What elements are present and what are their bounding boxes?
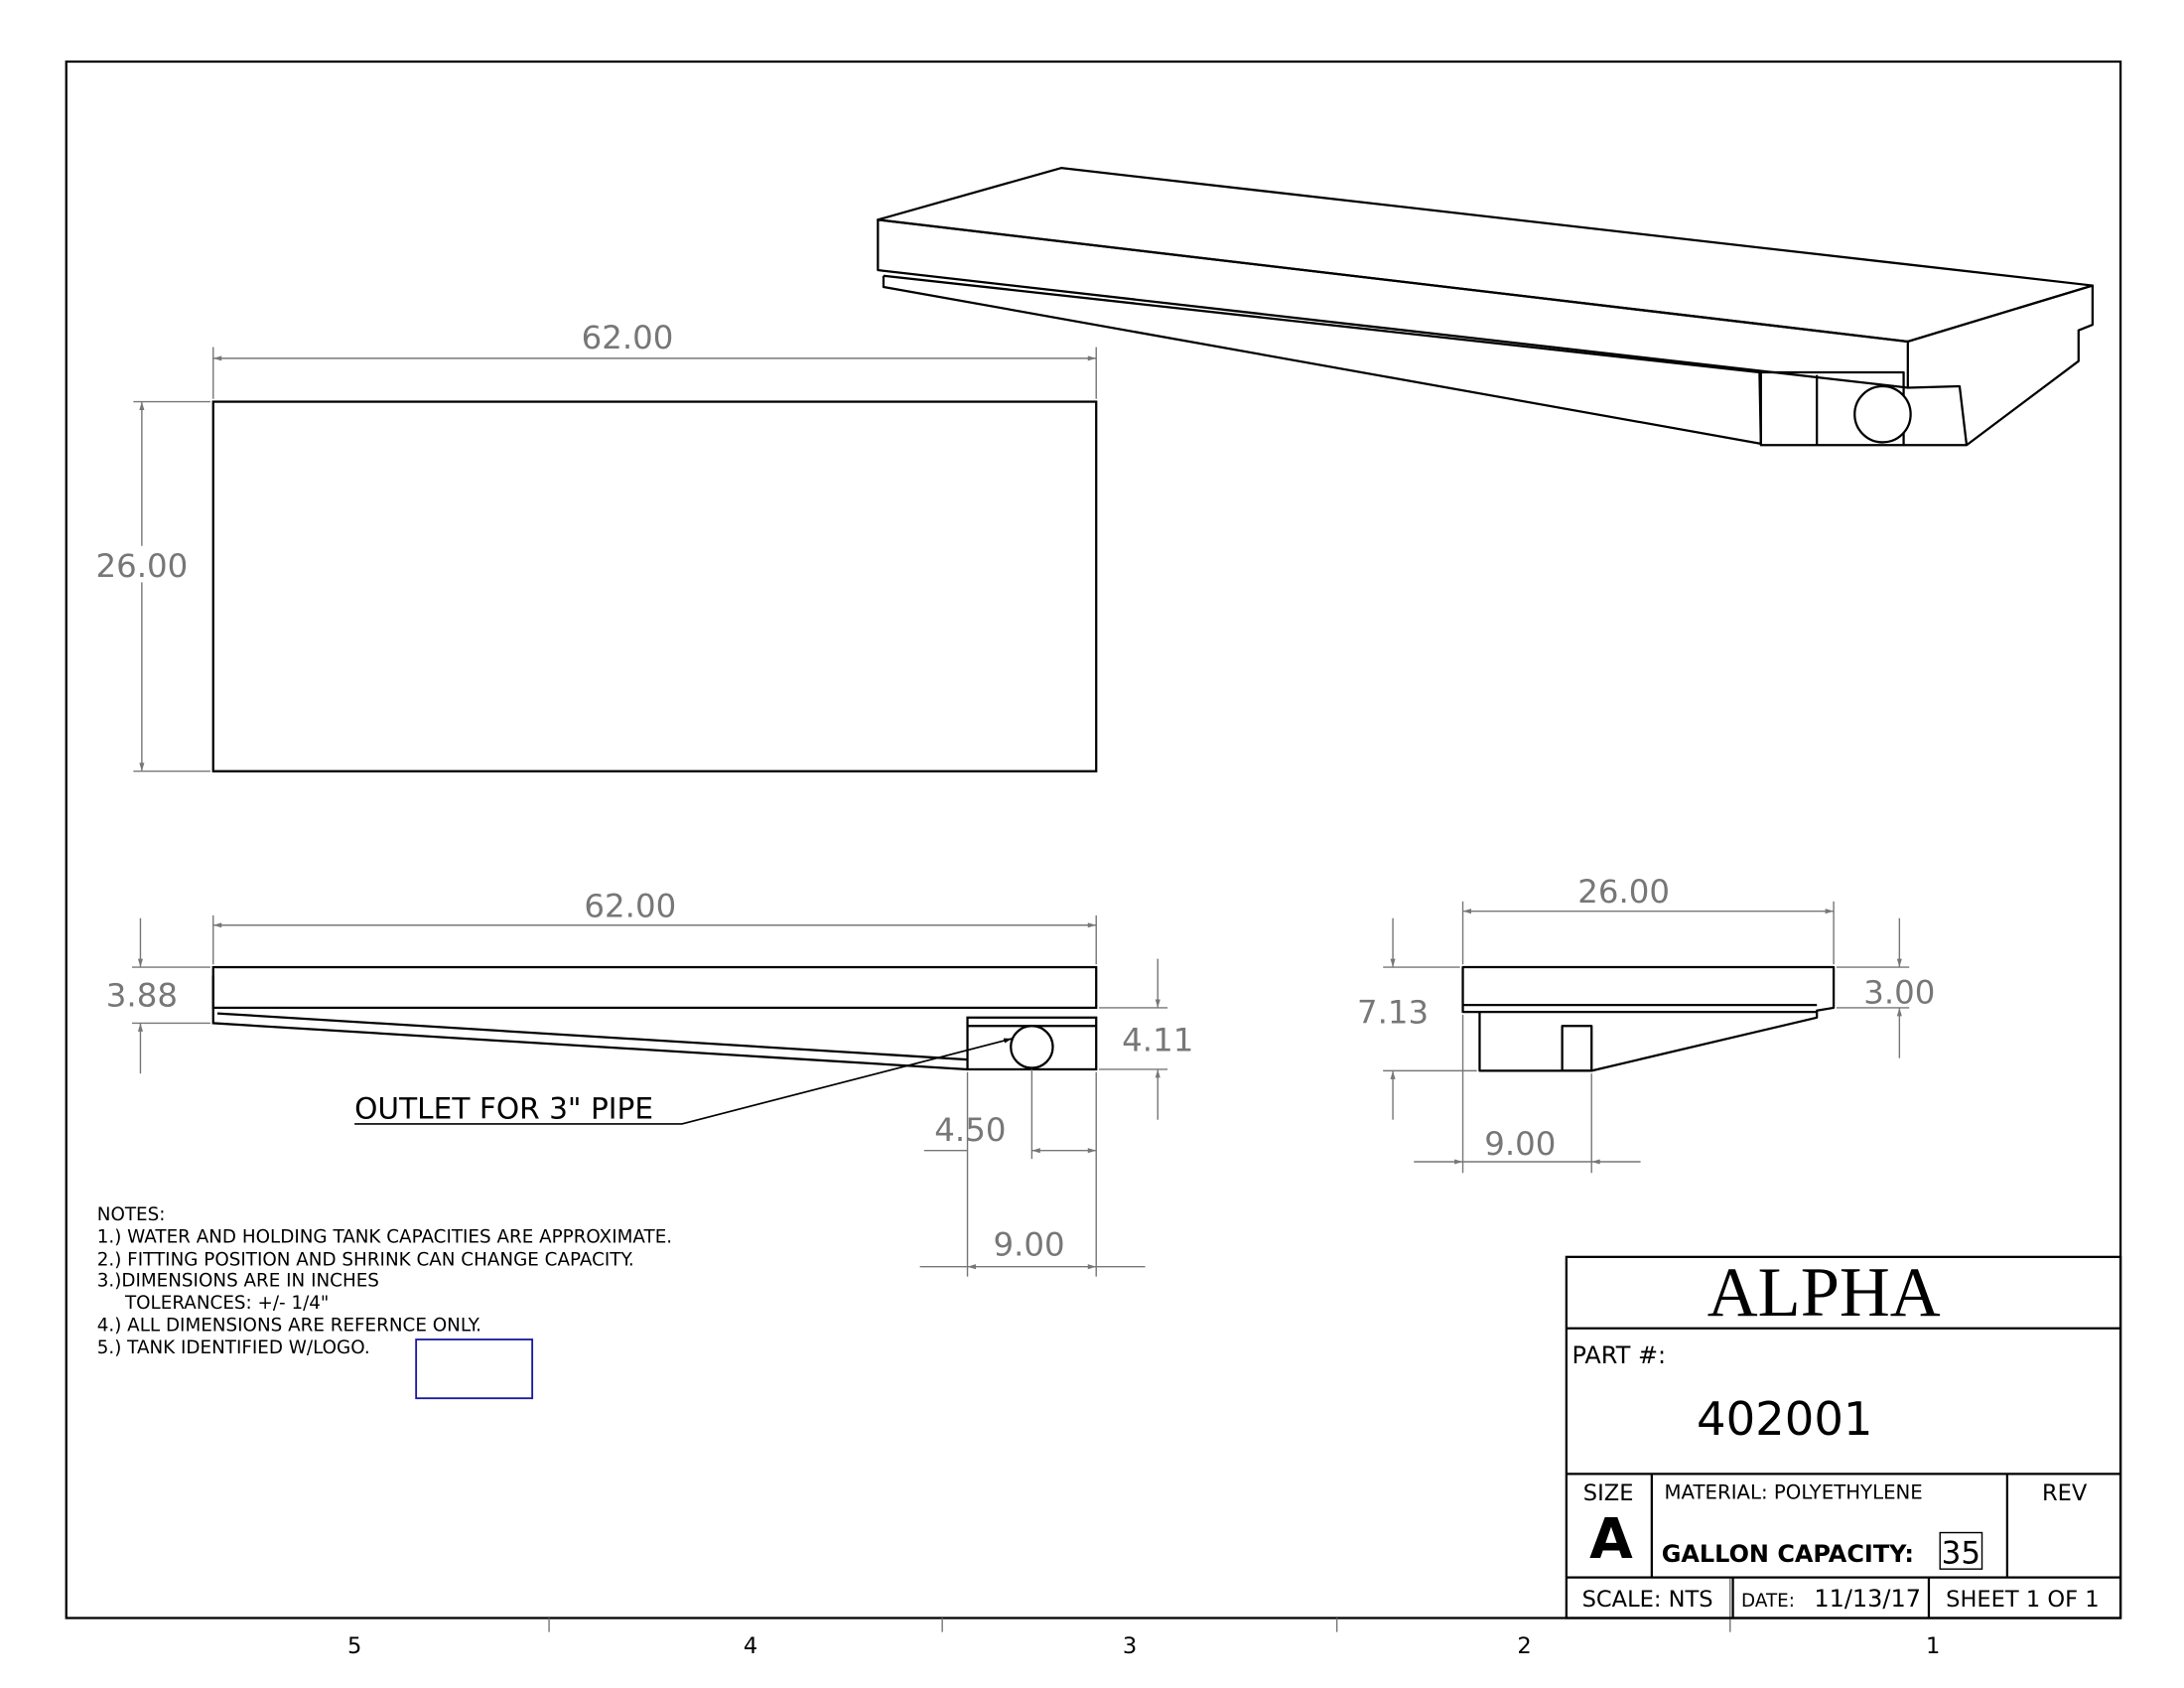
callout-leader xyxy=(354,1038,1013,1125)
part-label: PART #: xyxy=(1571,1341,1666,1369)
zone-ticks xyxy=(548,1577,1731,1632)
dim-front-height-right: 4.11 xyxy=(1122,1022,1193,1059)
dim-top-length: 62.00 xyxy=(582,319,674,356)
date-label: DATE: xyxy=(1741,1591,1795,1612)
logo-placeholder-box xyxy=(415,1338,534,1400)
dim-outlet-offset: 4.50 xyxy=(934,1111,1006,1149)
note-line: 4.) ALL DIMENSIONS ARE REFERNCE ONLY. xyxy=(97,1316,481,1336)
dim-side-width: 26.00 xyxy=(1577,873,1670,911)
zone-label: 5 xyxy=(347,1633,361,1659)
zone-label: 3 xyxy=(1123,1633,1137,1659)
note-line: 2.) FITTING POSITION AND SHRINK CAN CHAN… xyxy=(97,1249,634,1270)
sheet-number: SHEET 1 OF 1 xyxy=(1946,1587,2099,1613)
material: MATERIAL: POLYETHYLENE xyxy=(1665,1481,1923,1504)
dim-top-width: 26.00 xyxy=(95,547,188,585)
title-block: ALPHA PART #: 402001 SIZE A MATERIAL: PO… xyxy=(1565,1254,2122,1619)
size-value: A xyxy=(1589,1507,1633,1572)
dim-outlet-box-length: 9.00 xyxy=(993,1225,1064,1263)
zone-label: 4 xyxy=(744,1633,757,1659)
dim-side-height: 7.13 xyxy=(1357,993,1429,1031)
dim-side-sump: 9.00 xyxy=(1484,1125,1556,1163)
company-name: ALPHA xyxy=(1707,1254,1941,1332)
dim-front-length: 62.00 xyxy=(584,887,676,924)
top-view: 62.00 26.00 xyxy=(92,319,1098,773)
note-line: 1.) WATER AND HOLDING TANK CAPACITIES AR… xyxy=(97,1227,672,1248)
isometric-view xyxy=(877,167,2095,447)
capacity-value: 35 xyxy=(1942,1536,1980,1572)
zone-label: 1 xyxy=(1926,1633,1940,1659)
rev-label: REV xyxy=(2042,1480,2088,1506)
date-value: 11/13/17 xyxy=(1814,1585,1921,1613)
note-line: 5.) TANK IDENTIFIED W/LOGO. xyxy=(97,1337,370,1358)
capacity-label: GALLON CAPACITY: xyxy=(1662,1540,1914,1568)
note-line: NOTES: xyxy=(97,1204,166,1225)
front-view: 62.00 3.88 4.11 4.50 9.00 OUTLET FOR 3" … xyxy=(106,887,1193,1277)
notes: NOTES: 1.) WATER AND HOLDING TANK CAPACI… xyxy=(97,1204,672,1400)
side-view: 26.00 7.13 3.00 9.00 xyxy=(1357,873,1935,1174)
scale: SCALE: NTS xyxy=(1582,1587,1713,1613)
note-line: TOLERANCES: +/- 1/4" xyxy=(124,1293,329,1314)
outlet-callout: OUTLET FOR 3" PIPE xyxy=(354,1091,653,1125)
sheet-border xyxy=(65,60,2122,1619)
zone-label: 2 xyxy=(1517,1633,1531,1659)
part-number: 402001 xyxy=(1697,1392,1873,1446)
size-label: SIZE xyxy=(1583,1480,1634,1506)
note-line: 3.)DIMENSIONS ARE IN INCHES xyxy=(97,1270,379,1291)
dim-front-height-left: 3.88 xyxy=(106,977,178,1015)
dim-side-lip: 3.00 xyxy=(1863,974,1935,1012)
